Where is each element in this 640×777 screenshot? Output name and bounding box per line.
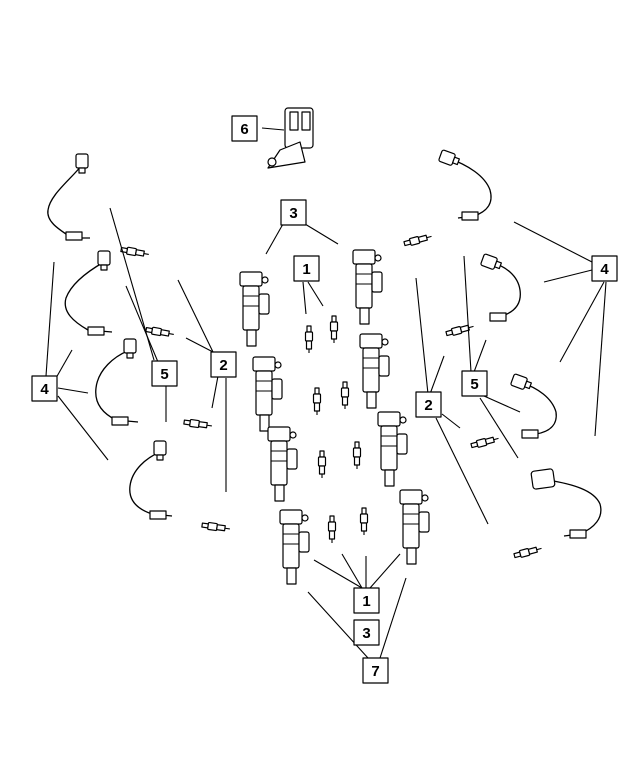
callout-3-bottom-label: 3 xyxy=(362,625,370,642)
callout-5-left: 5 xyxy=(151,360,178,387)
spark-plug xyxy=(145,325,175,339)
spark-plug xyxy=(352,441,362,470)
spark-plug xyxy=(340,381,350,410)
oxygen-sensor-left-group xyxy=(47,153,173,520)
callout-4-left: 4 xyxy=(31,375,58,402)
spark-plug xyxy=(329,315,339,344)
spark-plug xyxy=(183,417,213,431)
callout-4-right-label: 4 xyxy=(600,261,609,278)
callout-3-top: 3 xyxy=(280,199,307,226)
callout-3-bottom: 3 xyxy=(353,619,380,646)
spark-plug xyxy=(402,232,434,248)
callout-5-left-label: 5 xyxy=(160,366,168,383)
oxygen-sensor xyxy=(97,250,111,271)
oxygen-sensor xyxy=(123,338,137,359)
part-artwork xyxy=(47,107,602,585)
spark-plug xyxy=(327,515,337,544)
callout-6-label: 6 xyxy=(240,121,248,138)
callout-4-left-label: 4 xyxy=(40,381,49,398)
callout-7-label: 7 xyxy=(371,663,379,680)
spark-plug xyxy=(120,245,150,259)
oxygen-sensor xyxy=(437,149,461,169)
oxygen-sensor-right-group xyxy=(437,149,602,539)
ignition-coil xyxy=(377,411,408,487)
callout-5-right: 5 xyxy=(461,370,488,397)
spark-plug xyxy=(312,387,322,416)
ignition-coil xyxy=(399,489,430,565)
spark-plug xyxy=(317,450,327,479)
ignition-coil xyxy=(352,249,383,325)
spark-plug xyxy=(304,325,314,354)
callout-2-right-label: 2 xyxy=(424,397,432,414)
callout-4-right: 4 xyxy=(591,255,618,282)
bracket-assembly xyxy=(267,107,314,169)
callout-2-left: 2 xyxy=(210,351,237,378)
callout-1-top: 1 xyxy=(293,255,320,282)
ignition-coil xyxy=(239,271,270,347)
oxygen-sensor xyxy=(479,253,503,273)
callout-5-right-label: 5 xyxy=(470,376,478,393)
spark-plug xyxy=(512,544,544,560)
callout-1-bottom: 1 xyxy=(353,587,380,614)
oxygen-sensor xyxy=(153,440,167,461)
callout-3-top-label: 3 xyxy=(289,205,297,222)
callout-6: 6 xyxy=(231,115,258,142)
leader-lines xyxy=(45,127,607,659)
callout-1-bottom-label: 1 xyxy=(362,593,370,610)
spark-plug xyxy=(359,507,369,536)
callout-2-right: 2 xyxy=(415,391,442,418)
callout-1-top-label: 1 xyxy=(302,261,310,278)
callout-7: 7 xyxy=(362,657,389,684)
ignition-coil xyxy=(267,426,298,502)
callouts: 6 3 1 2 4 5 4 5 xyxy=(31,115,618,684)
spark-plug xyxy=(469,434,501,450)
spark-plug xyxy=(444,322,476,338)
spark-plug xyxy=(201,520,231,534)
callout-2-left-label: 2 xyxy=(219,357,227,374)
ignition-coil xyxy=(279,509,310,585)
ignition-coil xyxy=(252,356,283,432)
ignition-coil xyxy=(359,333,390,409)
oxygen-sensor xyxy=(509,373,533,393)
